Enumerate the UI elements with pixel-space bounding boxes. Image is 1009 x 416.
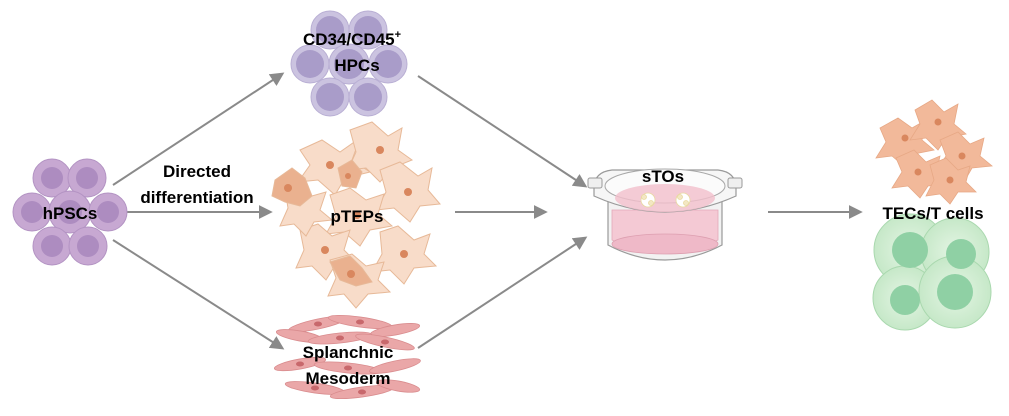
t-cell-cluster: [872, 213, 992, 331]
hpc-label-line2: HPCs: [334, 56, 379, 75]
sto-label: sTOs: [642, 167, 684, 186]
ptep-cell-cluster: [271, 121, 442, 309]
ptep-label: pTEPs: [331, 207, 384, 226]
hpsc-label: hPSCs: [43, 204, 98, 223]
arrow-hpsc-to-hpc: [112, 72, 285, 186]
hpsc-cell-cluster: [12, 158, 128, 266]
organoid-1: [640, 192, 656, 208]
arrow-hpsc-to-meso: [112, 239, 285, 350]
arrow-meso-to-sto: [417, 236, 588, 349]
meso-label-line2: Mesoderm: [305, 369, 390, 388]
tec-label: TECs/T cells: [882, 204, 983, 223]
directed-label-line1: Directed: [163, 162, 231, 181]
tec-cell-cluster: [875, 99, 993, 205]
hpc-cell-cluster: [290, 10, 408, 117]
meso-label-line1: Splanchnic: [303, 343, 394, 362]
arrow-hpc-to-sto: [417, 75, 588, 188]
hpc-label-line1: CD34/CD45+: [303, 29, 401, 49]
meso-cell-cluster: [273, 314, 421, 400]
arrows: [112, 72, 863, 350]
culture-dish: [587, 168, 743, 261]
directed-label-line2: differentiation: [140, 188, 253, 207]
organoid-2: [675, 192, 691, 208]
